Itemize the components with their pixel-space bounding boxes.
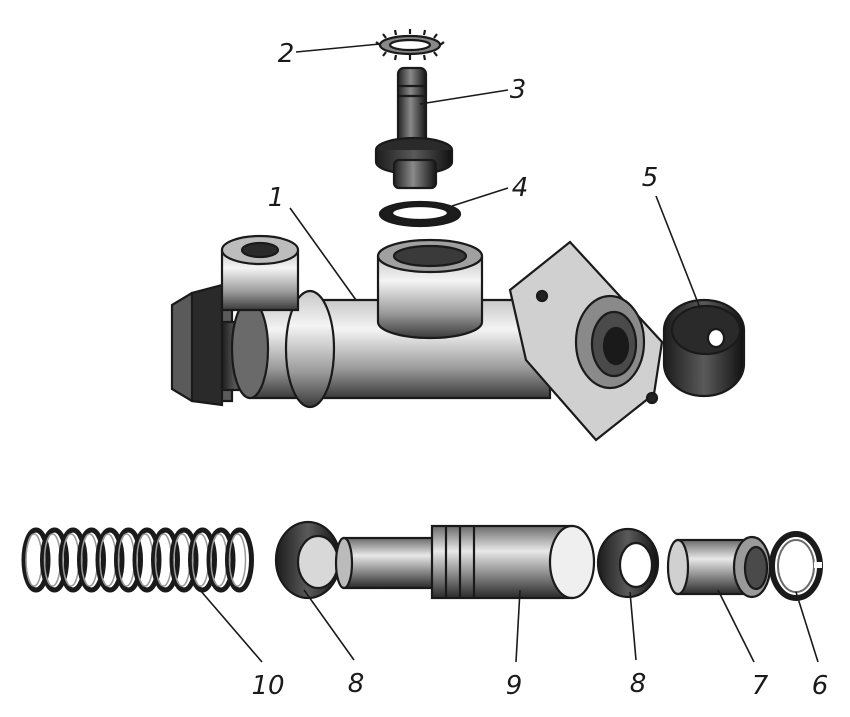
callout-3: 3 [510,75,527,105]
callout-7: 7 [752,671,769,701]
callout-8-right: 8 [630,669,647,699]
piston-part-9 [334,524,596,600]
spring-coil [95,527,125,593]
lock-washer-part-2 [375,29,445,61]
spring-coil [206,527,236,593]
retaining-ring-part-6 [769,531,823,601]
callout-2: 2 [278,39,295,69]
spring-coil [58,527,88,593]
callout-labels: 1 2 3 4 5 6 7 8 8 9 10 [251,39,828,701]
callout-8-left: 8 [348,669,365,699]
spring-coil [21,527,51,593]
callout-4: 4 [512,173,529,203]
cup-seal-part-8-right [596,527,660,599]
spring-coil-highlight [25,533,43,587]
callout-9: 9 [506,671,523,701]
return-spring-part-10 [21,527,254,593]
rubber-boot-part-5 [662,298,746,398]
stop-bushing-part-7 [666,535,772,599]
spring-coil [132,527,162,593]
callout-10: 10 [251,671,284,701]
spring-coil [40,527,69,593]
fitting-bolt-part-3 [374,66,454,190]
spring-coil [188,527,217,593]
spring-coil [151,527,180,593]
cylinder-body-part-1 [170,234,664,442]
leader-lines [199,43,819,663]
cup-seal-part-8-left [274,520,342,600]
sealing-washer-part-4 [378,200,462,228]
spring-coil [225,527,254,593]
spring-coil [169,527,199,593]
callout-5: 5 [642,163,659,193]
spring-coil [77,527,106,593]
spring-coil [114,527,143,593]
spring-coil-highlight [228,533,247,587]
callout-6: 6 [812,671,829,701]
callout-1: 1 [268,183,285,213]
